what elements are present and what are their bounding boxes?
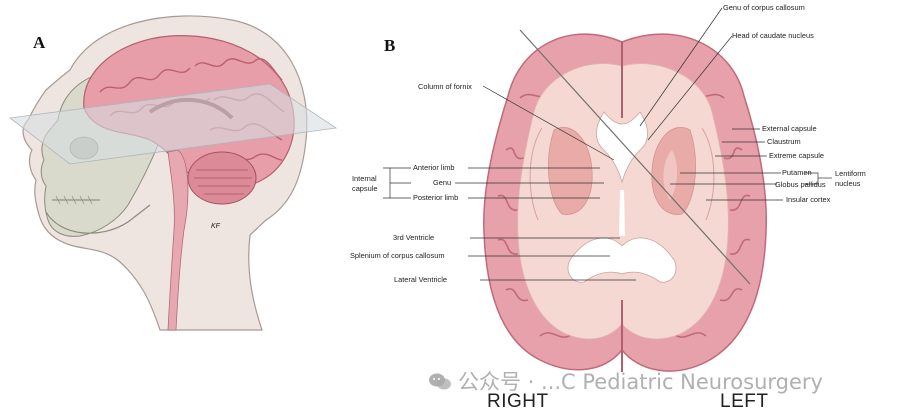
panel-label-b: B	[384, 36, 396, 55]
label-lentiform-line1: Lentiform	[835, 169, 866, 178]
label-claustrum: Claustrum	[767, 137, 801, 146]
label-genu-corpus-callosum: Genu of corpus callosum	[723, 3, 805, 12]
third-ventricle	[619, 190, 625, 236]
globus-pallidus-left	[663, 150, 678, 200]
label-leaders	[383, 7, 832, 281]
label-anterior-limb: Anterior limb	[413, 163, 454, 172]
watermark-text: 公众号 · ...C Pediatric Neurosurgery	[458, 370, 823, 394]
label-internal-capsule-line1: Internal	[352, 174, 377, 183]
label-globus-pallidus: Globus pallidus	[775, 180, 826, 189]
label-lentiform-line2: nucleus	[835, 179, 861, 188]
label-column-fornix: Column of fornix	[418, 82, 472, 91]
panel-label-a: A	[33, 33, 46, 52]
head-illustration: KF	[8, 15, 338, 331]
wechat-icon	[429, 373, 451, 390]
label-lateral-ventricle: Lateral Ventricle	[394, 275, 447, 284]
lateral-ventricle-anterior	[596, 111, 648, 184]
label-third-ventricle: 3rd Ventricle	[393, 233, 434, 242]
axial-brain-section: Genu of corpus callosum Head of caudate …	[350, 3, 866, 412]
label-head-caudate: Head of caudate nucleus	[732, 31, 814, 40]
artist-signature: KF	[211, 223, 221, 230]
label-genu: Genu	[433, 178, 451, 187]
label-extreme-capsule: Extreme capsule	[769, 151, 824, 160]
brainstem	[167, 149, 189, 331]
label-internal-capsule-line2: capsule	[352, 184, 377, 193]
label-right-side: RIGHT	[487, 391, 549, 412]
lateral-ventricle-posterior	[567, 237, 677, 283]
label-putamen: Putamen	[782, 168, 812, 177]
label-left-side: LEFT	[720, 391, 768, 412]
label-external-capsule: External capsule	[762, 124, 817, 133]
section-cut-line	[519, 29, 751, 285]
axial-plane	[8, 83, 338, 165]
label-posterior-limb: Posterior limb	[413, 193, 458, 202]
watermark: 公众号 · ...C Pediatric Neurosurgery	[428, 366, 823, 396]
label-splenium: Splenium of corpus callosum	[350, 251, 444, 260]
lentiform-right	[548, 127, 593, 215]
label-insular-cortex: Insular cortex	[786, 195, 831, 204]
